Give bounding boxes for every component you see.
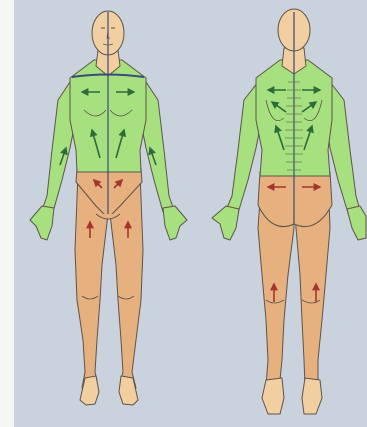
back-buttocks	[258, 172, 332, 227]
